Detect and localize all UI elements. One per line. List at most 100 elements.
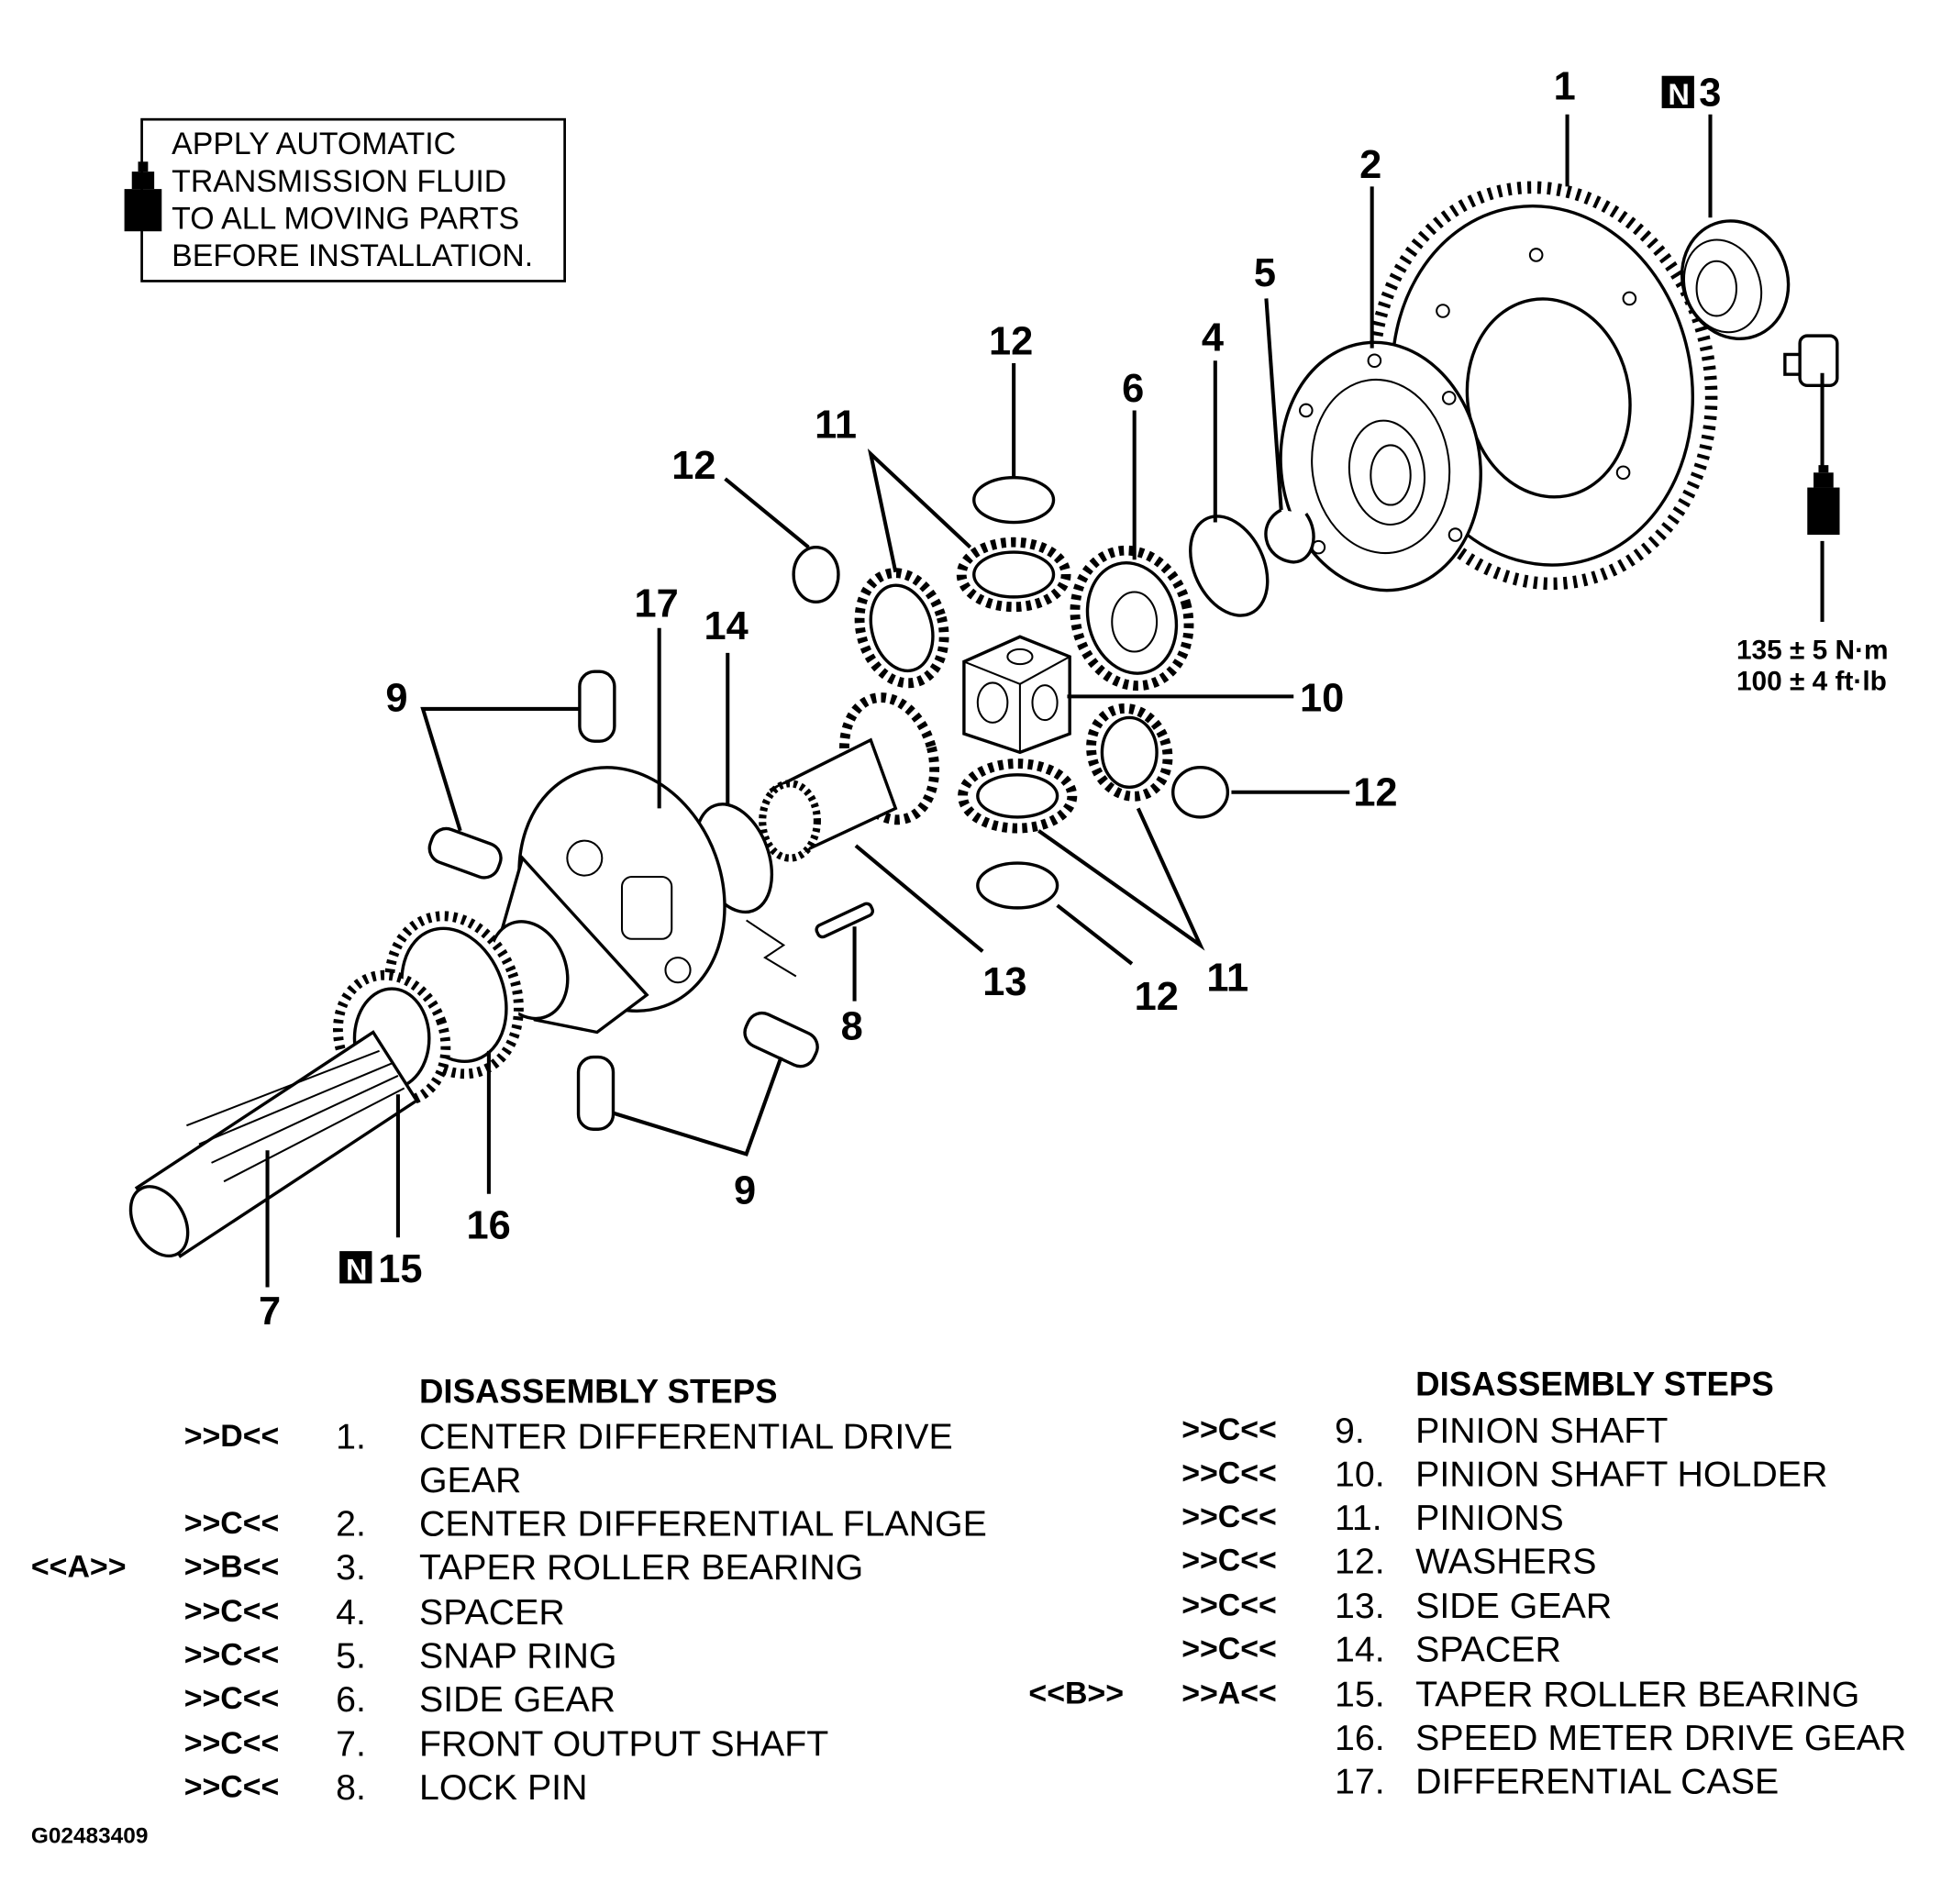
svg-text:PINIONS: PINIONS xyxy=(1415,1498,1564,1538)
callout-10: 10 xyxy=(1300,677,1344,721)
callout-12-left: 12 xyxy=(671,444,715,488)
svg-text:SPACER: SPACER xyxy=(419,1592,565,1633)
svg-text:<<A>>: <<A>> xyxy=(31,1549,127,1584)
differential-case xyxy=(488,766,726,1035)
new-part-marker-3: N xyxy=(1661,75,1694,111)
taper-roller-bearing-3 xyxy=(1680,219,1791,340)
svg-text:SPEED METER DRIVE GEAR: SPEED METER DRIVE GEAR xyxy=(1415,1718,1906,1758)
callout-6: 6 xyxy=(1122,367,1144,411)
atf-note-box: APPLY AUTOMATIC TRANSMISSION FLUID TO AL… xyxy=(124,117,566,282)
svg-text:5.: 5. xyxy=(336,1635,366,1676)
right-step-row: 17. DIFFERENTIAL CASE xyxy=(1335,1761,1779,1801)
right-step-row: >>C<< 12. WASHERS xyxy=(1181,1541,1596,1581)
callout-7: 7 xyxy=(259,1290,281,1334)
right-step-row: >>C<< 10. PINION SHAFT HOLDER xyxy=(1181,1454,1827,1494)
callout-12-top: 12 xyxy=(989,319,1033,363)
svg-text:>>B<<: >>B<< xyxy=(184,1549,280,1584)
washer-bottom xyxy=(976,861,1059,910)
torque-nm: 135 ± 5 N·m xyxy=(1736,636,1889,666)
svg-text:8.: 8. xyxy=(336,1767,366,1808)
front-output-shaft xyxy=(128,1030,419,1258)
svg-text:LOCK PIN: LOCK PIN xyxy=(419,1767,588,1808)
note-line-4: BEFORE INSTALLATION. xyxy=(172,238,533,273)
pinion-bottom xyxy=(958,758,1078,834)
svg-text:TAPER ROLLER BEARING: TAPER ROLLER BEARING xyxy=(419,1547,863,1588)
right-step-row: 16. SPEED METER DRIVE GEAR xyxy=(1335,1718,1906,1758)
left-step-row: <<A>> >>B<< 3. TAPER ROLLER BEARING xyxy=(31,1547,863,1588)
svg-text:<<B>>: <<B>> xyxy=(1028,1677,1124,1711)
right-step-row: >>C<< 11. PINIONS xyxy=(1181,1498,1564,1538)
left-step-row: >>D<< 1. CENTER DIFFERENTIAL DRIVE xyxy=(184,1417,953,1457)
svg-text:6.: 6. xyxy=(336,1679,366,1720)
callouts: 1 N 3 2 5 4 12 6 11 12 17 14 9 10 12 13 … xyxy=(259,64,1721,1334)
pinion-top xyxy=(956,537,1071,613)
svg-text:2.: 2. xyxy=(336,1504,366,1544)
svg-text:>>C<<: >>C<< xyxy=(184,1506,280,1541)
callout-17: 17 xyxy=(635,582,679,626)
callout-9-top: 9 xyxy=(385,677,407,721)
svg-text:FRONT OUTPUT SHAFT: FRONT OUTPUT SHAFT xyxy=(419,1724,828,1765)
pinion-shaft-holder xyxy=(962,635,1071,755)
svg-text:11.: 11. xyxy=(1335,1498,1382,1538)
left-step-row: >>C<< 8. LOCK PIN xyxy=(184,1767,588,1808)
svg-text:>>C<<: >>C<< xyxy=(1181,1456,1277,1491)
washer-right xyxy=(1171,765,1230,819)
svg-text:DIFFERENTIAL CASE: DIFFERENTIAL CASE xyxy=(1415,1761,1779,1801)
svg-text:N: N xyxy=(1668,78,1690,111)
callout-12-right: 12 xyxy=(1353,771,1397,815)
callout-13: 13 xyxy=(982,960,1026,1004)
leader-lines xyxy=(265,114,1825,1288)
callout-15: 15 xyxy=(378,1247,422,1291)
pinion-right xyxy=(1086,703,1173,802)
left-step-row: >>C<< 5. SNAP RING xyxy=(184,1635,617,1676)
pinion-upper-left xyxy=(854,568,949,689)
right-step-row: <<B>> >>A<< 15. TAPER ROLLER BEARING xyxy=(1028,1674,1859,1714)
svg-text:PINION SHAFT: PINION SHAFT xyxy=(1415,1411,1668,1451)
spacer-4 xyxy=(1189,515,1270,617)
svg-text:>>C<<: >>C<< xyxy=(184,1681,280,1716)
svg-text:GEAR: GEAR xyxy=(419,1460,521,1500)
svg-text:SIDE GEAR: SIDE GEAR xyxy=(419,1679,616,1720)
right-steps-table: DISASSEMBLY STEPS >>C<< 9. PINION SHAFT … xyxy=(1028,1365,1906,1801)
right-step-row: >>C<< 14. SPACER xyxy=(1181,1630,1561,1670)
lock-pin xyxy=(815,902,874,939)
new-part-marker-15: N xyxy=(339,1251,372,1286)
snap-ring-5 xyxy=(1264,508,1315,564)
svg-text:14.: 14. xyxy=(1335,1630,1385,1670)
svg-text:16.: 16. xyxy=(1335,1718,1385,1758)
note-line-2: TRANSMISSION FLUID xyxy=(172,164,506,199)
bolt xyxy=(1783,334,1839,388)
svg-text:7.: 7. xyxy=(336,1724,366,1765)
torque-ftlb: 100 ± 4 ft·lb xyxy=(1736,667,1887,697)
callout-9-bottom: 9 xyxy=(734,1169,756,1213)
callout-12-bottom: 12 xyxy=(1135,975,1179,1019)
note-line-1: APPLY AUTOMATIC xyxy=(172,127,456,161)
callout-11-bottom: 11 xyxy=(1206,957,1248,1001)
pinion-shaft-pin-right xyxy=(743,1011,819,1068)
callout-3: 3 xyxy=(1699,71,1721,115)
svg-text:SNAP RING: SNAP RING xyxy=(419,1635,617,1676)
callout-5: 5 xyxy=(1254,251,1276,295)
svg-text:15.: 15. xyxy=(1335,1674,1385,1714)
pinion-shaft-pin-left xyxy=(427,826,503,880)
svg-text:>>C<<: >>C<< xyxy=(184,1769,280,1804)
left-step-row: GEAR xyxy=(419,1460,521,1500)
right-step-row: >>C<< 13. SIDE GEAR xyxy=(1181,1586,1612,1626)
callout-14: 14 xyxy=(704,604,748,648)
svg-text:>>C<<: >>C<< xyxy=(1181,1500,1277,1534)
left-step-row: >>C<< 6. SIDE GEAR xyxy=(184,1679,616,1720)
callout-11-top: 11 xyxy=(815,403,857,447)
figure-id: G02483409 xyxy=(31,1824,149,1849)
svg-text:>>C<<: >>C<< xyxy=(1181,1412,1277,1447)
svg-text:TAPER ROLLER BEARING: TAPER ROLLER BEARING xyxy=(1415,1674,1859,1714)
svg-text:>>C<<: >>C<< xyxy=(1181,1588,1277,1622)
callout-8: 8 xyxy=(841,1005,863,1049)
svg-text:4.: 4. xyxy=(336,1592,366,1633)
differential-flange xyxy=(1279,340,1482,592)
svg-text:12.: 12. xyxy=(1335,1541,1385,1581)
svg-text:>>C<<: >>C<< xyxy=(1181,1632,1277,1666)
svg-text:CENTER DIFFERENTIAL FLANGE: CENTER DIFFERENTIAL FLANGE xyxy=(419,1504,987,1544)
left-step-row: >>C<< 4. SPACER xyxy=(184,1592,565,1633)
oil-bottle-icon xyxy=(1807,465,1840,536)
callout-1: 1 xyxy=(1554,64,1576,108)
